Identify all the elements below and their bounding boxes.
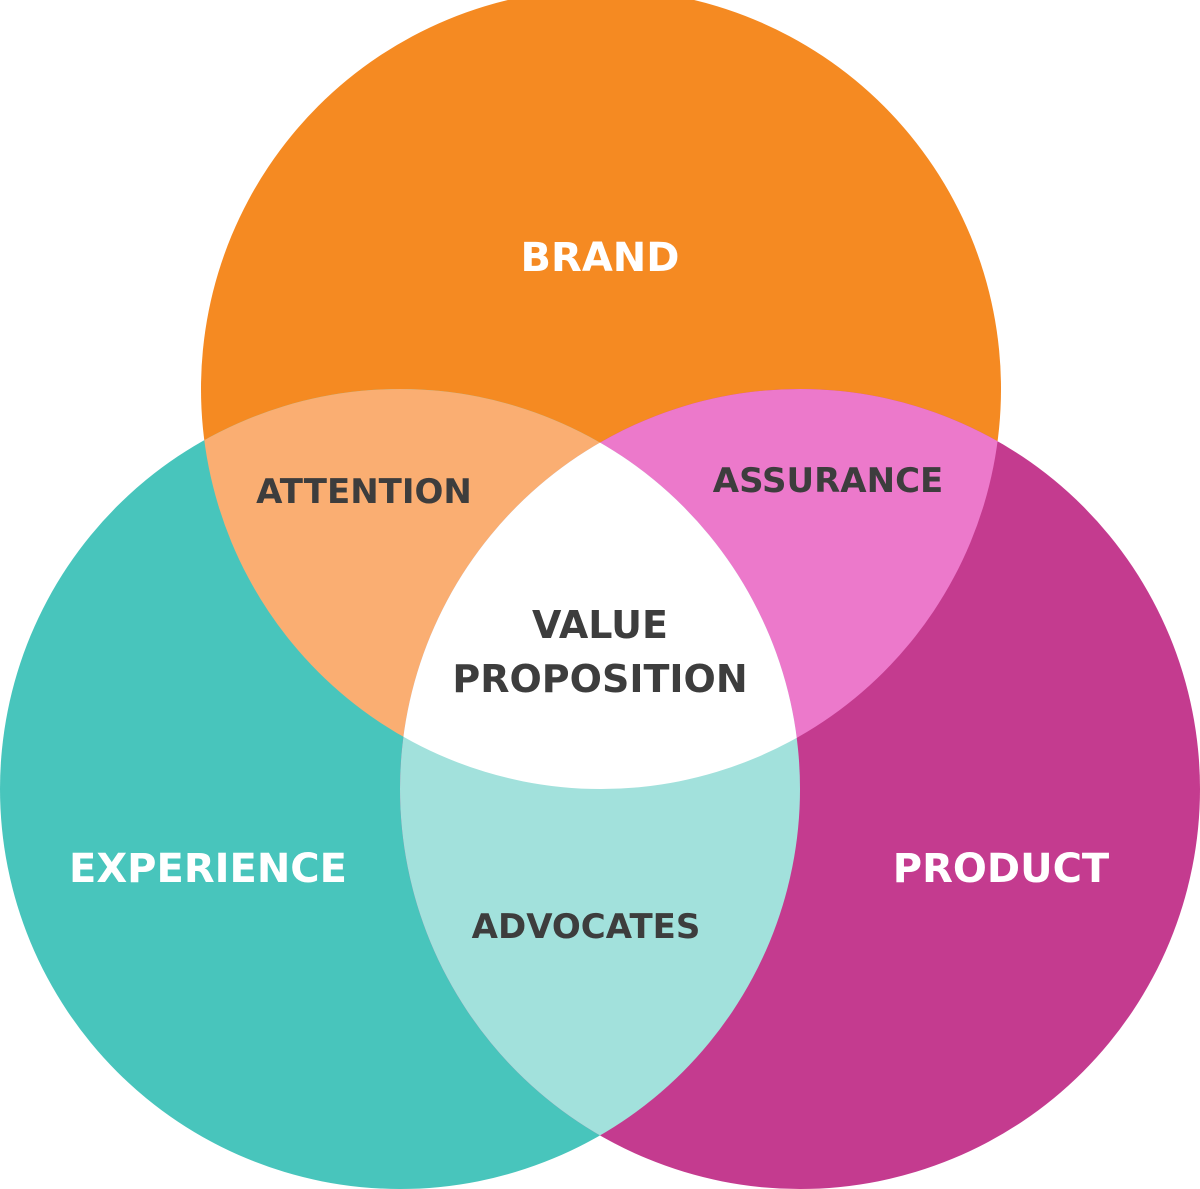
brand-label: BRAND — [521, 235, 680, 281]
value-proposition-label-line2: PROPOSITION — [452, 657, 747, 701]
value-proposition-region — [400, 389, 800, 789]
attention-label: ATTENTION — [256, 472, 472, 512]
experience-label: EXPERIENCE — [69, 846, 347, 892]
value-proposition-label-line1: VALUE — [532, 603, 668, 647]
assurance-label: ASSURANCE — [713, 461, 944, 501]
product-label: PRODUCT — [893, 846, 1110, 892]
advocates-label: ADVOCATES — [472, 907, 701, 947]
